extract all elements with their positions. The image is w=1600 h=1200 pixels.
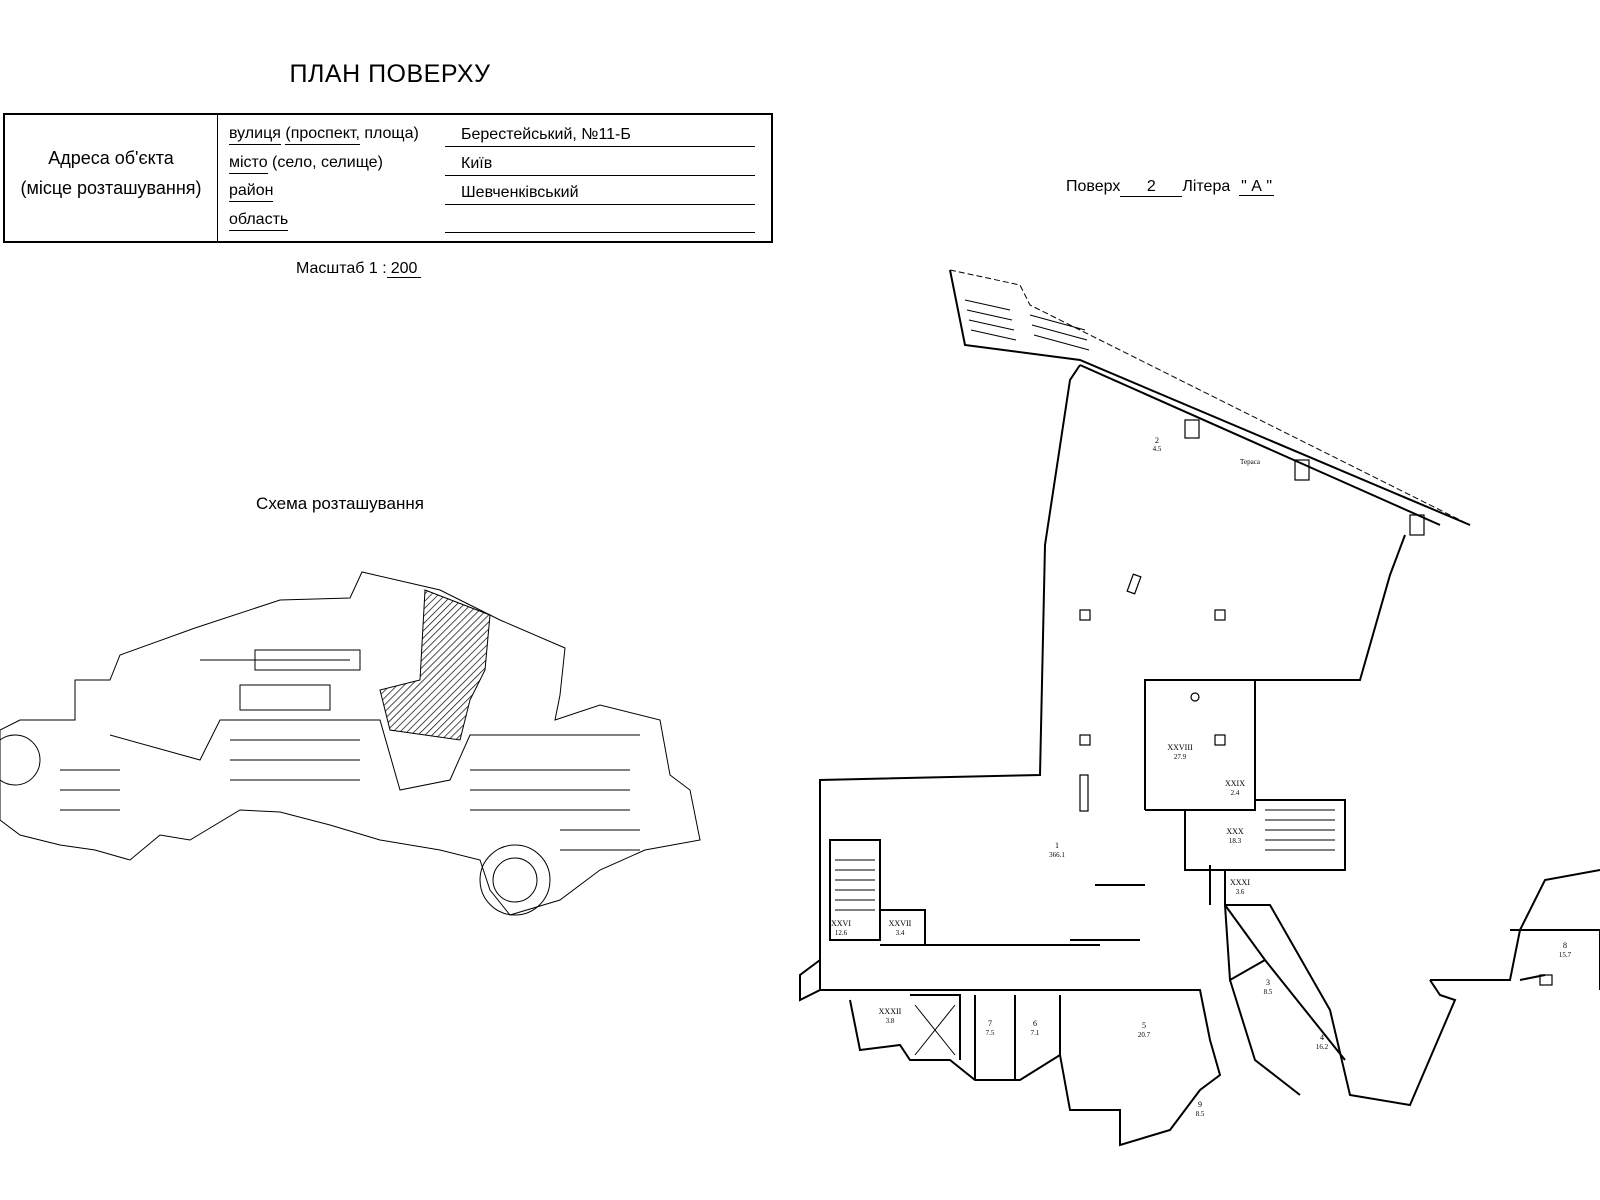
address-label-line2: (місце розташування)	[20, 178, 202, 198]
room-area: 8.5	[1196, 1110, 1205, 1118]
room-area: 4.5	[1153, 445, 1162, 453]
room-label: 3	[1266, 978, 1270, 987]
room-label: XXVIII	[1167, 743, 1193, 752]
room-label: 1	[1055, 841, 1059, 850]
field-label-district: район	[229, 182, 274, 202]
room-labels: Тераса 1 366.1 2 4.5 3 8.5 4 16.2 5 20.7…	[831, 436, 1572, 1118]
columns	[1079, 419, 1553, 986]
room-area: 7.5	[986, 1029, 995, 1037]
stairs	[835, 299, 1335, 1056]
room-area: 3.8	[886, 1017, 895, 1025]
field-label-street: вулиця (проспект, площа)	[229, 125, 419, 145]
room-area: 2.4	[1231, 789, 1240, 797]
room-area: 3.4	[896, 929, 905, 937]
room-label: 4	[1320, 1033, 1324, 1042]
field-label-city: місто (село, селище)	[229, 154, 383, 174]
room-label: 8	[1563, 941, 1567, 950]
scheme-title: Схема розташування	[256, 494, 424, 513]
letter-value: " А "	[1239, 178, 1275, 196]
scheme-highlight	[379, 589, 491, 741]
room-area: 27.9	[1174, 753, 1187, 761]
address-label: Адреса об'єкта (місце розташування)	[5, 143, 217, 203]
room-area: 20.7	[1138, 1031, 1151, 1039]
field-label-region: область	[229, 211, 289, 231]
table-divider	[217, 115, 218, 241]
field-value-street: Берестейський, №11-Б	[445, 125, 755, 147]
terrace-label: Тераса	[1240, 458, 1261, 466]
room-label: 5	[1142, 1021, 1146, 1030]
room-label: 6	[1033, 1019, 1037, 1028]
floor-value: 2	[1120, 178, 1183, 197]
room-label: XXX	[1226, 827, 1244, 836]
room-label: XXIX	[1225, 779, 1245, 788]
room-label: 2	[1155, 436, 1159, 445]
room-label: XXXI	[1230, 878, 1250, 887]
field-value-region	[445, 211, 755, 233]
room-label: XXVI	[831, 919, 851, 928]
room-label: 7	[988, 1019, 992, 1028]
room-area: 366.1	[1049, 851, 1065, 859]
room-area: 3.6	[1236, 888, 1245, 896]
site-scheme	[0, 571, 701, 916]
room-label: 9	[1198, 1100, 1202, 1109]
field-value-city: Київ	[445, 154, 755, 176]
room-area: 7.1	[1031, 1029, 1040, 1037]
scale-label: Масштаб 1 :200	[296, 260, 422, 278]
page-title: ПЛАН ПОВЕРХУ	[289, 60, 491, 88]
field-value-district: Шевченківський	[445, 183, 755, 205]
room-label: XXXII	[879, 1007, 902, 1016]
room-area: 8.5	[1264, 988, 1273, 996]
floor-plan	[799, 269, 1600, 1147]
scale-value: 200	[386, 260, 422, 278]
room-area: 16.2	[1316, 1043, 1329, 1051]
room-area: 15.7	[1559, 951, 1572, 959]
room-area: 18.3	[1229, 837, 1242, 845]
room-label: XXVII	[889, 919, 912, 928]
address-table: Адреса об'єкта (місце розташування) вули…	[3, 113, 773, 243]
address-label-line1: Адреса об'єкта	[48, 148, 174, 168]
room-area: 12.6	[835, 929, 848, 937]
